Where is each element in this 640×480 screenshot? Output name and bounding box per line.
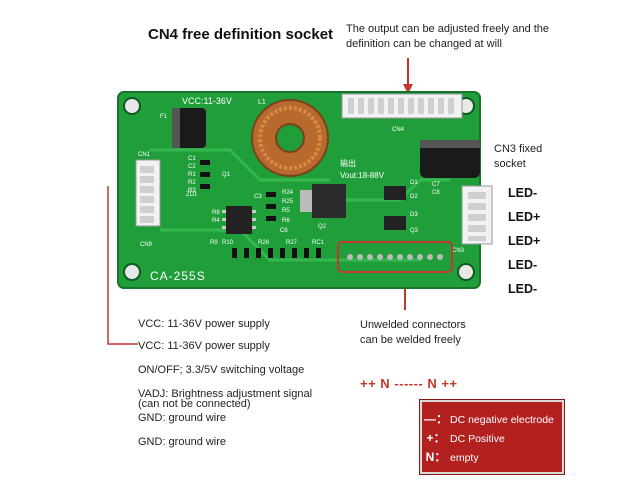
- cn1-connector: [135, 159, 161, 227]
- q1-silk: Q1: [222, 172, 231, 178]
- c6-silk: C6: [280, 228, 288, 234]
- vout-silk: Vout:18-88V: [340, 171, 385, 180]
- l1-silk: L1: [258, 99, 266, 106]
- zd1-silk: ZD1: [186, 192, 198, 198]
- cn3-note-line1: CN3 fixed: [494, 143, 543, 155]
- legend-symbol-positive: +：: [426, 431, 446, 445]
- pin-label-3: LED+: [508, 234, 541, 248]
- pin-label-1: LED-: [508, 186, 538, 200]
- r5-silk: R5: [282, 208, 290, 214]
- smd-components: [200, 160, 321, 258]
- pcb-board: [117, 91, 481, 289]
- c1-silk: C1: [188, 156, 196, 162]
- cn1-silk: CN1: [138, 152, 151, 158]
- r4-silk: R4: [212, 218, 220, 224]
- pin-polarity-row: ++ N ------ N ++: [360, 376, 458, 391]
- cn3-connector: [461, 185, 493, 245]
- output-cn-silk: 输出: [340, 158, 356, 168]
- legend-text-negative: DC negative electrode: [450, 414, 554, 426]
- diagram-title: CN4 free definition socket: [148, 26, 334, 43]
- unwelded-note-line2: can be welded freely: [360, 334, 461, 346]
- r6-silk: R6: [282, 218, 290, 224]
- pin-label-4: LED-: [508, 258, 538, 272]
- legend-row-empty: N：empty: [422, 450, 479, 465]
- c8-silk: C8: [432, 190, 440, 196]
- legend-symbol-negative: —：: [423, 412, 448, 426]
- r26-silk: R26: [258, 240, 270, 246]
- c7-silk: C7: [432, 182, 440, 188]
- legend-row-negative: —：DC negative electrode: [422, 412, 554, 427]
- output-adjust-note-line2: definition can be changed at will: [346, 38, 502, 50]
- vcc-silk: VCC:11-36V: [182, 96, 232, 106]
- r24-silk: R24: [282, 190, 294, 196]
- q3-silk: Q3: [410, 228, 419, 234]
- pin-desc-1: VCC: 11-36V power supply: [138, 318, 270, 330]
- q2-silk: Q2: [318, 224, 327, 230]
- cn3-note: CN3 fixed socket: [494, 142, 542, 172]
- transistor-d2: [384, 186, 406, 200]
- cn3-note-line2: socket: [494, 158, 526, 170]
- pin-desc-3: ON/OFF; 3.3/5V switching voltage: [138, 364, 305, 376]
- r3-silk: R3: [188, 188, 196, 194]
- legend-text-positive: DC Positive: [450, 433, 505, 445]
- c3-silk: C3: [254, 194, 262, 200]
- pin-desc-2: VCC: 11-36V power supply: [138, 340, 270, 352]
- output-adjust-note-line1: The output can be adjusted freely and th…: [346, 23, 550, 35]
- r25-silk: R25: [282, 199, 294, 205]
- unwelded-note-line1: Unwelded connectors: [360, 319, 466, 331]
- toroid-inductor: [251, 99, 329, 177]
- legend-symbol-empty: N：: [425, 450, 447, 464]
- pin-desc-5: GND: ground wire: [138, 412, 227, 424]
- r27-silk: R27: [286, 240, 298, 246]
- c2-silk: C2: [188, 164, 196, 170]
- output-adjust-note: The output can be adjusted freely and th…: [346, 22, 549, 52]
- f1-silk: F1: [160, 114, 168, 120]
- mosfet-q2: [300, 184, 346, 218]
- cn9-silk: CN9: [140, 242, 153, 248]
- r1-silk: R1: [188, 172, 196, 178]
- d2-silk: D2: [410, 194, 418, 200]
- unwelded-note: Unwelded connectors can be welded freely: [360, 318, 466, 348]
- pin-desc-4-note: (can not be connected): [138, 398, 251, 410]
- transistor-d3: [384, 216, 406, 230]
- r10-silk: R10: [222, 240, 234, 246]
- r2-silk: R2: [188, 180, 196, 186]
- legend-row-positive: +： DC Positive: [422, 431, 505, 446]
- pin-label-2: LED+: [508, 210, 541, 224]
- rc1-silk: RC1: [312, 240, 325, 246]
- output-capacitor: [420, 140, 480, 178]
- pin-desc-6: GND: ground wire: [138, 436, 227, 448]
- input-capacitor: [172, 108, 206, 148]
- legend-text-empty: empty: [450, 452, 479, 464]
- ic-chip: [222, 206, 256, 234]
- pin-label-5: LED-: [508, 282, 538, 296]
- pin-desc-4: VADJ: Brightness adjustment signal: [138, 388, 313, 400]
- r9-silk: R9: [210, 240, 218, 246]
- cn3-silk: CN3: [452, 248, 465, 254]
- r8-silk: R8: [212, 210, 220, 216]
- d1-silk: D1: [410, 180, 418, 186]
- model-silk: CA-255S: [150, 269, 206, 283]
- cn4-silk: CN4: [392, 127, 405, 133]
- cn4-connector: [341, 93, 463, 119]
- d3-silk: D3: [410, 212, 418, 218]
- unwelded-pads: [337, 241, 453, 273]
- legend-box: —：DC negative electrode +： DC Positive N：…: [420, 400, 564, 474]
